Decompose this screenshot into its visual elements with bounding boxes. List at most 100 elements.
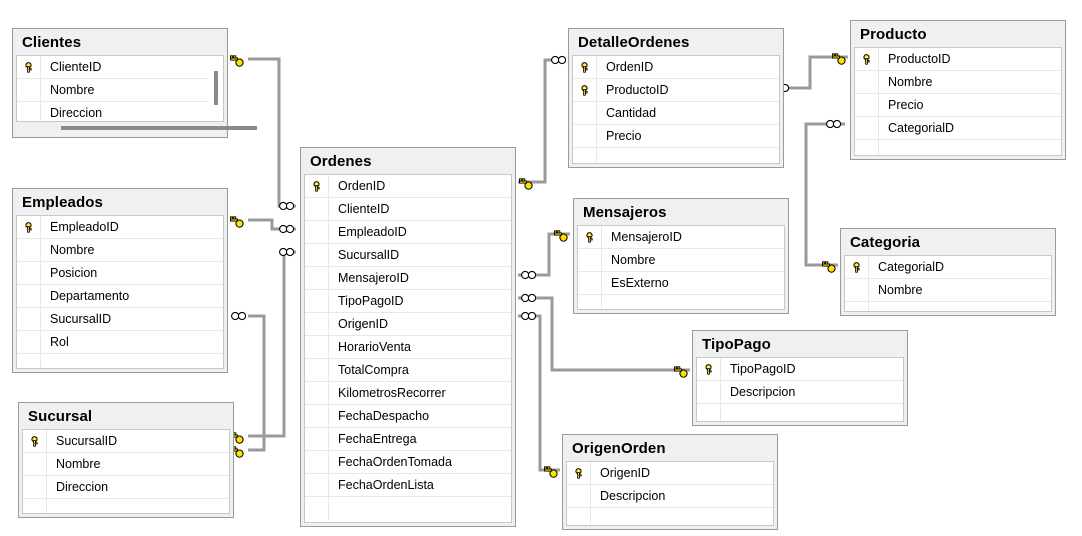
column-row[interactable]: FechaEntrega bbox=[305, 428, 511, 451]
vertical-scrollbar-thumb[interactable] bbox=[214, 71, 218, 105]
column-row[interactable]: ProductoID bbox=[573, 79, 779, 102]
column-gutter bbox=[17, 102, 41, 121]
column-gutter bbox=[305, 221, 329, 243]
column-row[interactable]: SucursalID bbox=[23, 430, 229, 453]
vertical-scrollbar[interactable] bbox=[209, 57, 222, 120]
column-row[interactable]: CategorialD bbox=[845, 256, 1051, 279]
column-row[interactable]: Nombre bbox=[855, 71, 1061, 94]
column-row[interactable]: Nombre bbox=[17, 239, 223, 262]
column-row[interactable]: KilometrosRecorrer bbox=[305, 382, 511, 405]
column-row[interactable]: Nombre bbox=[845, 279, 1051, 302]
column-row[interactable]: Direccion bbox=[17, 102, 223, 121]
column-row[interactable]: MensajeroID bbox=[578, 226, 784, 249]
column-name: Descripcion bbox=[730, 385, 796, 399]
column-row[interactable]: SucursalID bbox=[17, 308, 223, 331]
entity-column-grid-origenorden[interactable]: OrigenID Descripcion bbox=[566, 461, 774, 526]
column-row[interactable]: OrigenID bbox=[305, 313, 511, 336]
column-row[interactable]: HorarioVenta bbox=[305, 336, 511, 359]
column-row[interactable]: TotalCompra bbox=[305, 359, 511, 382]
entity-table-title-origenorden: OrigenOrden bbox=[572, 440, 666, 457]
column-row[interactable]: Cantidad bbox=[573, 102, 779, 125]
column-row[interactable]: FechaOrdenTomada bbox=[305, 451, 511, 474]
column-row[interactable]: OrdenID bbox=[305, 175, 511, 198]
empty-row bbox=[578, 295, 784, 309]
column-name: Precio bbox=[888, 98, 924, 112]
column-row[interactable]: TipoPagoID bbox=[697, 358, 903, 381]
column-row[interactable]: EmpleadoID bbox=[305, 221, 511, 244]
column-row[interactable]: ClienteID bbox=[17, 56, 223, 79]
primary-key-icon bbox=[23, 430, 47, 452]
column-row[interactable]: TipoPagoID bbox=[305, 290, 511, 313]
primary-key-icon bbox=[17, 56, 41, 78]
primary-key-icon bbox=[305, 175, 329, 197]
empty-row bbox=[17, 354, 223, 368]
column-gutter bbox=[17, 79, 41, 101]
column-row[interactable]: ClienteID bbox=[305, 198, 511, 221]
column-name: TipoPagoID bbox=[338, 294, 404, 308]
column-row[interactable]: Precio bbox=[855, 94, 1061, 117]
column-row[interactable]: FechaDespacho bbox=[305, 405, 511, 428]
column-name: OrdenID bbox=[338, 179, 386, 193]
column-name: KilometrosRecorrer bbox=[338, 386, 446, 400]
column-row[interactable]: Descripcion bbox=[697, 381, 903, 404]
column-gutter bbox=[573, 102, 597, 124]
column-row[interactable]: Departamento bbox=[17, 285, 223, 308]
entity-table-title-producto: Producto bbox=[860, 26, 927, 43]
column-name: EmpleadoID bbox=[50, 220, 119, 234]
column-row[interactable]: Descripcion bbox=[567, 485, 773, 508]
column-name: OrigenID bbox=[600, 466, 651, 480]
column-name: Nombre bbox=[611, 253, 656, 267]
column-name: FechaEntrega bbox=[338, 432, 417, 446]
column-row[interactable]: FechaOrdenLista bbox=[305, 474, 511, 497]
column-row[interactable]: MensajeroID bbox=[305, 267, 511, 290]
primary-key-icon bbox=[17, 216, 41, 238]
column-row[interactable]: Nombre bbox=[17, 79, 223, 102]
horizontal-scrollbar-thumb[interactable] bbox=[61, 126, 257, 130]
column-name: SucursalID bbox=[56, 434, 118, 448]
column-row[interactable]: CategorialD bbox=[855, 117, 1061, 140]
primary-key-icon bbox=[573, 56, 597, 78]
column-row[interactable]: Posicion bbox=[17, 262, 223, 285]
entity-column-grid-tipopago[interactable]: TipoPagoID Descripcion bbox=[696, 357, 904, 422]
column-row[interactable]: Direccion bbox=[23, 476, 229, 499]
column-name: Descripcion bbox=[600, 489, 666, 503]
key-icon bbox=[579, 61, 590, 73]
primary-key-icon bbox=[855, 48, 879, 70]
column-row[interactable]: EsExterno bbox=[578, 272, 784, 295]
column-row[interactable]: Precio bbox=[573, 125, 779, 148]
column-row[interactable]: OrigenID bbox=[567, 462, 773, 485]
key-icon bbox=[851, 261, 862, 273]
column-row[interactable]: ProductoID bbox=[855, 48, 1061, 71]
column-row[interactable]: OrdenID bbox=[573, 56, 779, 79]
horizontal-scrollbar[interactable] bbox=[13, 122, 257, 134]
column-row[interactable]: EmpleadoID bbox=[17, 216, 223, 239]
column-row[interactable]: Rol bbox=[17, 331, 223, 354]
column-row[interactable]: Nombre bbox=[23, 453, 229, 476]
column-name: SucursalID bbox=[50, 312, 112, 326]
column-name: SucursalID bbox=[338, 248, 400, 262]
column-name: FechaDespacho bbox=[338, 409, 430, 423]
column-row[interactable]: Nombre bbox=[578, 249, 784, 272]
column-gutter bbox=[845, 279, 869, 301]
column-row[interactable]: SucursalID bbox=[305, 244, 511, 267]
